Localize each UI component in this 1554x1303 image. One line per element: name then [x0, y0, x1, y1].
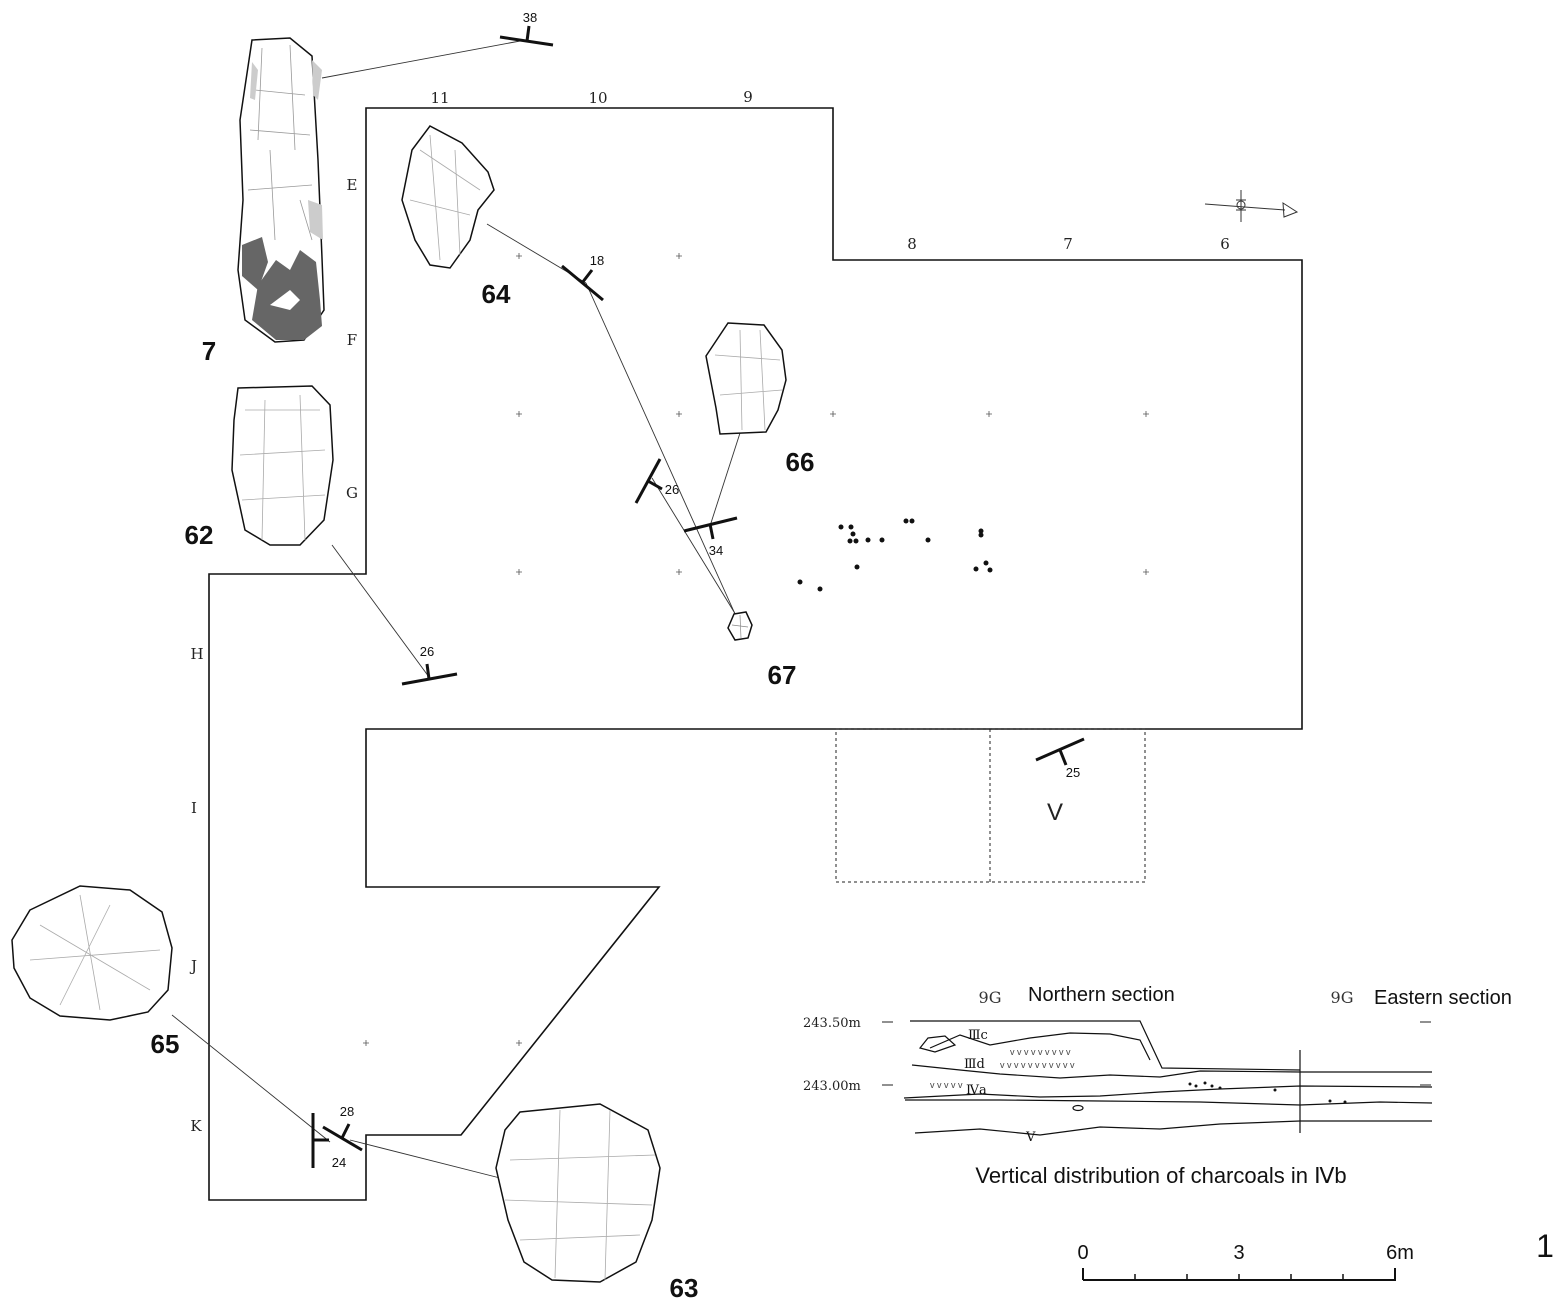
scale-tick-label: 6m — [1386, 1242, 1414, 1264]
artifact-drawing-64 — [401, 125, 495, 269]
artifact-drawing-63 — [495, 1103, 661, 1283]
strike-dip-mark — [634, 458, 663, 504]
artifact-drawing-7 — [237, 37, 325, 343]
artifact-number: 67 — [768, 660, 797, 690]
dip-value-label: 26 — [665, 482, 679, 497]
layer-label: Ⅲc — [968, 1028, 988, 1043]
grid-col-label: 7 — [1063, 235, 1073, 253]
grid-row-label: K — [190, 1117, 202, 1135]
section-grid-label: 9G — [979, 988, 1002, 1007]
strike-dip-mark — [499, 25, 554, 47]
section-title: Eastern section — [1374, 987, 1512, 1009]
dip-value-label: 24 — [332, 1155, 346, 1170]
artifact-drawing-62 — [231, 385, 334, 546]
artifact-number: 65 — [151, 1029, 180, 1059]
grid-col-label: 11 — [430, 89, 449, 107]
grid-col-label: 10 — [588, 89, 607, 107]
grid-col-label: 8 — [907, 235, 917, 253]
excavation-outline — [208, 107, 1303, 1201]
scale-bar: 0 3 6m — [1077, 1242, 1414, 1281]
figure-number: 1 — [1536, 1228, 1554, 1264]
grid-col-label: 6 — [1220, 235, 1230, 253]
artifact-number: 7 — [202, 336, 216, 366]
layer-label: Ⅲd — [964, 1057, 985, 1072]
connector-lines — [171, 40, 741, 1179]
section-grid-label: 9G — [1331, 988, 1354, 1007]
elevation-label: 243.00m — [803, 1079, 861, 1094]
strike-dip-mark — [322, 1123, 363, 1152]
section-title: Northern section — [1028, 984, 1175, 1006]
grid-row-label: E — [347, 176, 358, 194]
svg-text:v v v v v: v v v v v — [930, 1080, 963, 1090]
layer-label: Ⅳa — [966, 1083, 987, 1098]
grid-crosses — [363, 253, 1149, 1046]
elevation-label: 243.50m — [803, 1016, 861, 1031]
grid-row-label: J — [189, 957, 197, 975]
section-profile: 9G Northern section 9G Eastern section 2… — [803, 984, 1512, 1188]
grid-row-label: I — [191, 799, 197, 817]
strike-dip-mark — [311, 1113, 329, 1168]
north-arrow-icon — [1204, 190, 1299, 222]
artifact-number: 63 — [670, 1273, 699, 1303]
strike-dip-mark — [683, 516, 738, 540]
artifact-number: 62 — [185, 520, 214, 550]
artifact-drawing-66 — [705, 322, 787, 435]
grid-row-label: H — [190, 645, 203, 663]
layer-label: V — [1047, 799, 1063, 826]
dip-value-label: 34 — [709, 543, 723, 558]
svg-text:v v v v v v v v v: v v v v v v v v v — [1010, 1047, 1071, 1057]
dashed-trench — [835, 728, 1146, 883]
artifact-drawing-65 — [11, 885, 173, 1021]
scale-tick-label: 3 — [1233, 1242, 1244, 1264]
strike-dip-mark — [1035, 737, 1085, 766]
strike-dip-mark — [401, 663, 458, 686]
dip-value-label: 25 — [1066, 765, 1080, 780]
artifact-number: 64 — [482, 279, 511, 309]
svg-text:v v v v v v v v v v v: v v v v v v v v v v v — [1000, 1060, 1075, 1070]
dip-value-label: 18 — [590, 253, 604, 268]
dip-value-label: 26 — [420, 644, 434, 659]
grid-row-label: G — [346, 484, 358, 502]
section-caption: Vertical distribution of charcoals in Ⅳb — [975, 1163, 1346, 1188]
scale-tick-label: 0 — [1077, 1242, 1088, 1264]
dip-value-label: 28 — [340, 1104, 354, 1119]
charcoal-dots — [797, 518, 993, 592]
layer-label: V — [1025, 1130, 1036, 1145]
artifact-number: 66 — [786, 447, 815, 477]
artifact-drawing-67 — [727, 611, 753, 641]
strike-dip-mark — [561, 264, 604, 302]
dip-value-label: 38 — [523, 10, 537, 25]
grid-row-label: F — [347, 331, 357, 349]
grid-col-label: 9 — [743, 88, 753, 106]
